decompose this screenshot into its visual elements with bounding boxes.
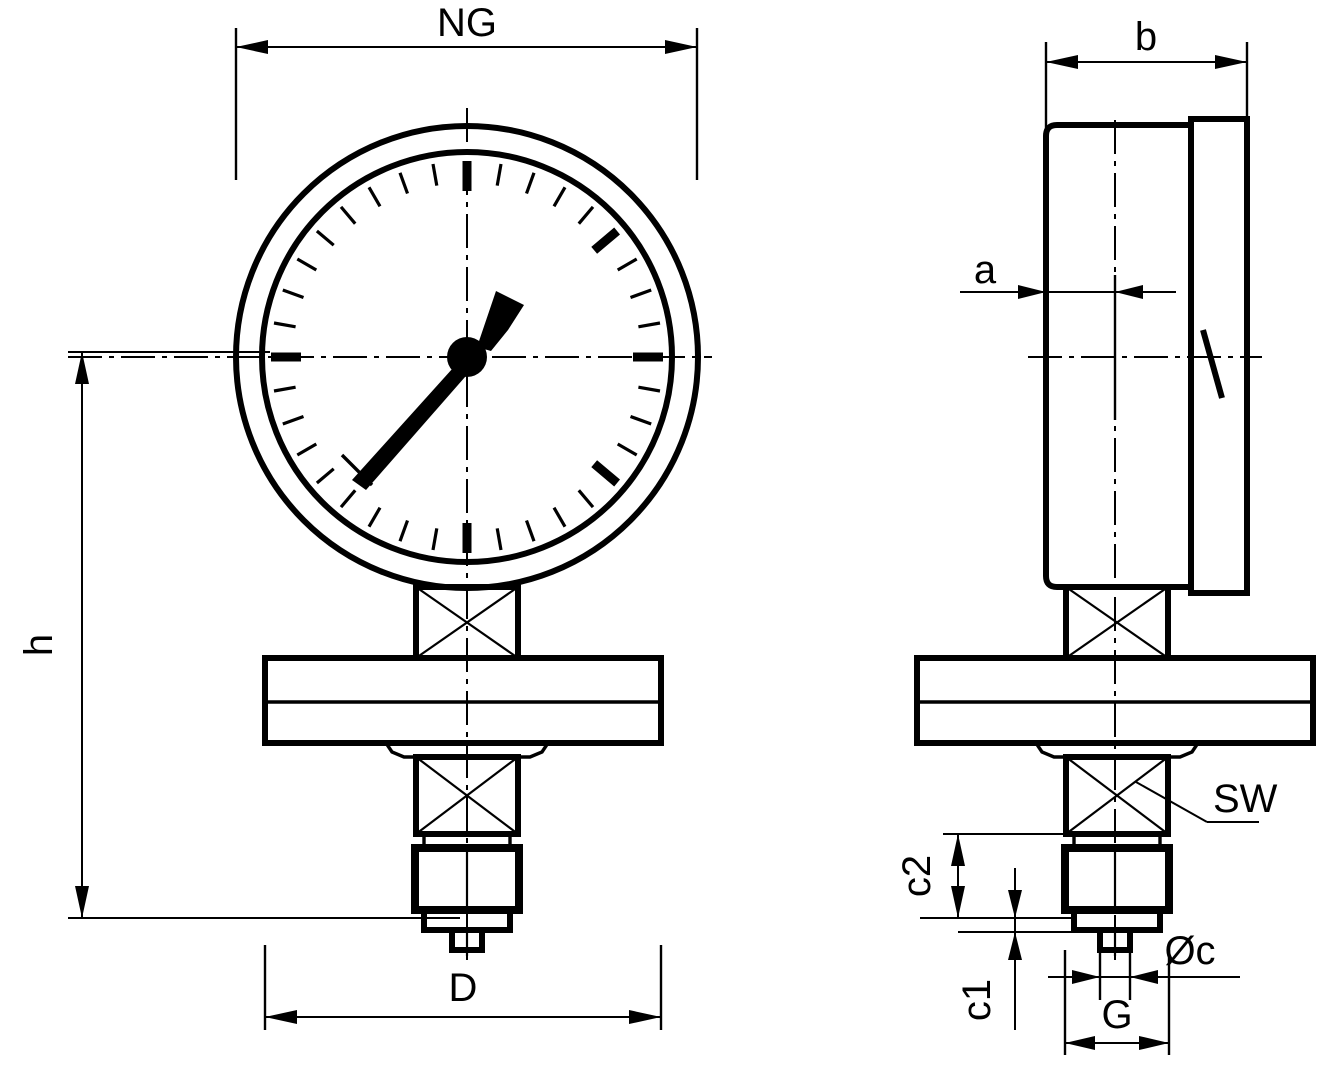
dial-tick-minor — [282, 414, 305, 426]
side-lower-hex-x2 — [1065, 756, 1169, 835]
NG-arrow-right — [665, 40, 697, 54]
b-arrow-right — [1215, 55, 1247, 69]
G-arrow-right — [1139, 1036, 1169, 1050]
dial-tick-minor — [638, 385, 661, 393]
dial-tick-minor — [524, 172, 536, 195]
a-label: a — [974, 248, 997, 292]
dial-tick-minor — [339, 205, 357, 225]
side-lower-hex — [1063, 754, 1171, 837]
SW-leader-line — [1135, 781, 1208, 823]
dial-tick-minor — [315, 467, 335, 485]
lower-hex-x2 — [415, 756, 519, 835]
a-arrow-left — [1018, 285, 1046, 299]
dimension-h: h — [17, 351, 460, 919]
bezel-break-mark — [1200, 329, 1225, 399]
c1-arrow-lower — [1008, 932, 1022, 960]
dial-tick-major — [591, 460, 620, 487]
G-label: G — [1101, 993, 1132, 1037]
side-thread-body — [1061, 844, 1173, 914]
dial-tick-minor — [296, 442, 318, 457]
dimension-Oc: Øc — [1048, 929, 1240, 1000]
front-panel-flange — [262, 655, 664, 746]
pointer-tail — [477, 291, 524, 351]
SW-label: SW — [1213, 777, 1278, 821]
dimension-G: G — [1063, 950, 1171, 1055]
NG-arrow-left — [236, 40, 268, 54]
h-arrow-bottom — [75, 886, 89, 918]
dial-tick-minor — [296, 257, 318, 272]
dial-tick-minor — [367, 186, 382, 208]
dial-tick-minor — [431, 528, 439, 551]
dimension-c2: c2 — [895, 833, 1074, 919]
c1-label: c1 — [955, 979, 999, 1021]
c2-arrow-top — [951, 834, 965, 866]
side-thread-connection — [1061, 832, 1173, 956]
h-label: h — [17, 634, 61, 656]
dial-tick-minor — [339, 489, 357, 509]
dial-tick-minor — [282, 288, 305, 300]
pointer-tip-cross — [340, 453, 374, 487]
front-view: NG D h — [17, 1, 712, 1030]
c2-label: c2 — [895, 855, 939, 897]
dial-tick-minor — [552, 186, 567, 208]
dimension-a: a — [960, 248, 1176, 420]
side-upper-hex — [1063, 584, 1171, 661]
dial-ticks — [271, 161, 663, 553]
h-arrow-top — [75, 352, 89, 384]
Oc-arrow-right — [1130, 970, 1158, 984]
dial-tick-minor — [524, 519, 536, 542]
b-label: b — [1135, 15, 1157, 59]
upper-hex-x2 — [415, 586, 519, 659]
c1-arrow-upper — [1008, 890, 1022, 918]
dial-tick-minor — [273, 385, 296, 393]
dial-tick-minor — [629, 288, 652, 300]
dial-tick-minor — [552, 506, 567, 528]
side-view: b a SW c2 — [895, 15, 1316, 1055]
dimension-NG: NG — [234, 1, 699, 180]
pointer-hub — [447, 337, 487, 377]
side-upper-hex-x2 — [1065, 586, 1169, 659]
side-panel-flange — [914, 655, 1316, 746]
dial-tick-major — [591, 227, 620, 254]
dial-tick-minor — [495, 528, 503, 551]
NG-label: NG — [437, 1, 497, 45]
Oc-label: Øc — [1164, 929, 1215, 973]
Oc-arrow-left — [1072, 970, 1100, 984]
dial-tick-minor — [273, 321, 296, 329]
dial-tick-minor — [367, 506, 382, 528]
dimension-D: D — [263, 945, 663, 1030]
dial-tick-minor — [431, 163, 439, 186]
a-arrow-right — [1115, 285, 1143, 299]
dial-tick-minor — [638, 321, 661, 329]
pointer-needle — [352, 358, 472, 490]
c2-arrow-bottom — [951, 886, 965, 918]
dial-tick-minor — [616, 442, 638, 457]
dimension-b: b — [1044, 15, 1249, 140]
dial-tick-minor — [629, 414, 652, 426]
front-thread-connection — [411, 832, 523, 956]
G-arrow-left — [1065, 1036, 1095, 1050]
dimension-SW: SW — [1135, 777, 1278, 823]
dial-tick-minor — [577, 489, 595, 509]
bezel-inner-ring — [259, 149, 675, 565]
dimension-c1: c1 — [955, 868, 1100, 1030]
gauge-pointer — [340, 291, 524, 490]
dial-tick-minor — [398, 519, 410, 542]
dial-tick-minor — [398, 172, 410, 195]
dial-tick-minor — [495, 163, 503, 186]
case-bezel-ring — [1188, 116, 1250, 596]
D-arrow-right — [629, 1010, 661, 1024]
dial-tick-minor — [577, 205, 595, 225]
D-label: D — [449, 966, 478, 1010]
b-arrow-left — [1046, 55, 1078, 69]
dial-tick-minor — [315, 229, 335, 247]
case-body — [1043, 122, 1194, 590]
D-arrow-left — [265, 1010, 297, 1024]
dial-tick-minor — [616, 257, 638, 272]
